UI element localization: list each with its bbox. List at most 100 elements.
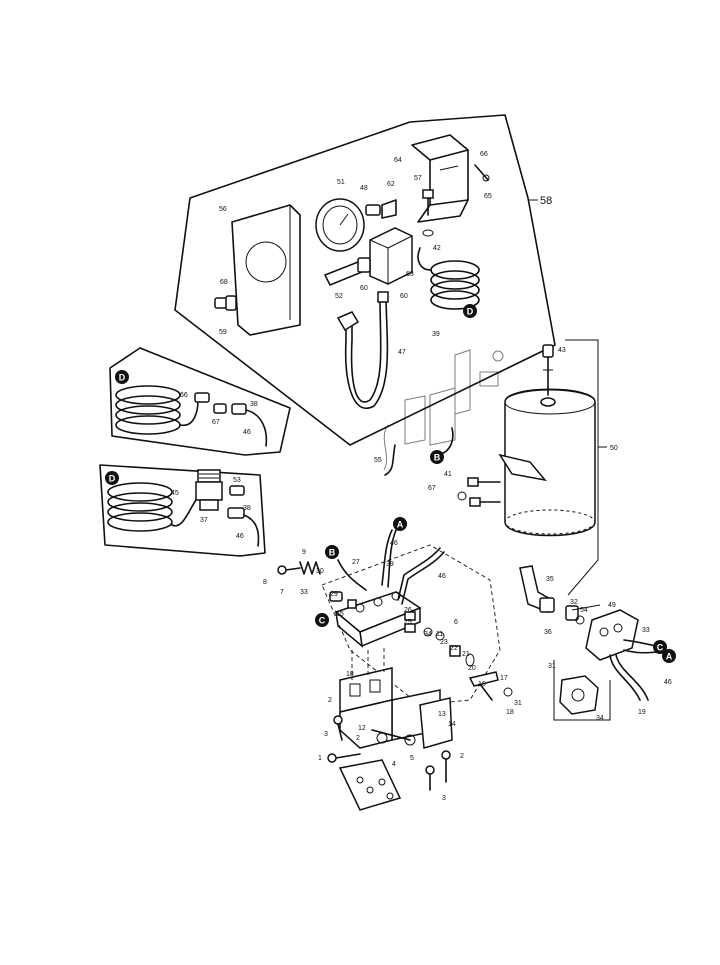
label-63: 63	[406, 271, 414, 278]
valve-plate-34	[559, 675, 599, 715]
label-67b: 67	[428, 485, 436, 492]
label-46e: 46	[664, 679, 672, 686]
fitting-29	[329, 591, 357, 609]
callout-d-left1-text: D	[119, 373, 126, 383]
label-46c: 46	[390, 540, 398, 547]
coil-hose-lower-detail	[107, 482, 197, 532]
label-64: 64	[394, 157, 402, 164]
pump-head-49	[585, 609, 669, 701]
label-50: 50	[610, 445, 618, 452]
label-29: 29	[330, 591, 338, 598]
coil-hose-39	[417, 247, 480, 310]
label-31a: 31	[514, 700, 522, 707]
fitting-48	[365, 199, 397, 219]
label-2b: 2	[356, 735, 360, 742]
callout-d-upper-text: D	[467, 307, 474, 317]
fittings-53-38	[227, 485, 260, 547]
fitting-43	[542, 344, 554, 396]
elbow-35	[519, 565, 555, 613]
fitting-59	[214, 295, 237, 311]
label-66: 66	[480, 151, 488, 158]
label-18b: 18	[346, 671, 354, 678]
pump-detail-bracket	[553, 604, 611, 721]
label-35: 35	[546, 576, 554, 583]
label-38b: 38	[243, 505, 251, 512]
label-41: 41	[444, 471, 452, 478]
label-53: 53	[233, 477, 241, 484]
hose-46-right2	[401, 551, 445, 605]
panel-56	[231, 204, 301, 336]
manifold-outline-dashed	[321, 544, 501, 706]
valve-block-63	[369, 227, 413, 285]
label-33a: 33	[300, 589, 308, 596]
foot-plate-4	[338, 759, 402, 811]
label-58: 58	[540, 195, 552, 207]
fitting-52	[323, 257, 371, 286]
callout-b-lower-text: B	[329, 548, 336, 558]
detail-box-lower	[99, 464, 266, 557]
label-60a: 60	[360, 285, 368, 292]
regulator-37	[195, 469, 223, 511]
label-38a: 38	[250, 401, 258, 408]
group-58-outline	[174, 114, 556, 446]
hose-46-right	[397, 547, 441, 601]
label-30: 30	[316, 568, 324, 575]
label-31b: 31	[548, 663, 556, 670]
tank-group-bracket-50	[565, 339, 599, 596]
label-66b: 66	[180, 392, 188, 399]
callout-d-left2-text: D	[109, 474, 116, 484]
bolt-41	[457, 477, 501, 507]
callout-c-left-text: C	[319, 616, 326, 626]
bracket-64	[411, 134, 469, 223]
hose-47	[336, 291, 389, 409]
label-3a: 3	[324, 731, 328, 738]
label-22: 22	[450, 645, 458, 652]
rod-17	[468, 671, 513, 701]
detail-box-upper	[109, 347, 291, 456]
label-11: 11	[436, 631, 443, 638]
support-13-14	[371, 729, 416, 746]
label-39: 39	[432, 331, 440, 338]
callout-a-right: A	[662, 649, 676, 663]
label-43: 43	[558, 347, 566, 354]
label-23: 23	[440, 639, 448, 646]
callout-c-right: C	[653, 640, 667, 654]
label-36: 36	[544, 629, 552, 636]
callout-d-left1: D	[115, 370, 129, 384]
label-14: 14	[448, 721, 456, 728]
callout-c-left: C	[315, 613, 329, 627]
spring-30	[299, 561, 321, 575]
label-56: 56	[219, 206, 227, 213]
label-68: 68	[220, 279, 228, 286]
bolt-8	[277, 565, 301, 575]
coil-hose-upper-detail	[115, 385, 268, 447]
label-57: 57	[414, 175, 422, 182]
callout-b-upper-text: B	[434, 453, 441, 463]
label-4: 4	[392, 761, 396, 768]
bolt-57	[422, 189, 434, 216]
base-bracket	[339, 667, 453, 749]
label-52: 52	[335, 293, 343, 300]
label-17: 17	[500, 675, 508, 682]
label-2c: 2	[460, 753, 464, 760]
label-2a: 2	[328, 697, 332, 704]
label-7: 7	[280, 589, 284, 596]
label-51: 51	[337, 179, 345, 186]
label-21: 21	[462, 651, 470, 658]
label-27: 27	[352, 559, 360, 566]
label-9: 9	[302, 549, 306, 556]
label-13: 13	[438, 711, 446, 718]
label-46d: 46	[438, 573, 446, 580]
air-tank-50	[498, 388, 596, 537]
label-3b: 3	[442, 795, 446, 802]
label-18a: 18	[506, 709, 514, 716]
label-45: 45	[171, 490, 179, 497]
label-65: 65	[484, 193, 492, 200]
washer-42	[422, 229, 434, 237]
label-19: 19	[638, 709, 646, 716]
label-34a: 34	[424, 631, 432, 638]
label-5: 5	[410, 755, 414, 762]
callout-b-lower: B	[325, 545, 339, 559]
label-1: 1	[318, 755, 322, 762]
